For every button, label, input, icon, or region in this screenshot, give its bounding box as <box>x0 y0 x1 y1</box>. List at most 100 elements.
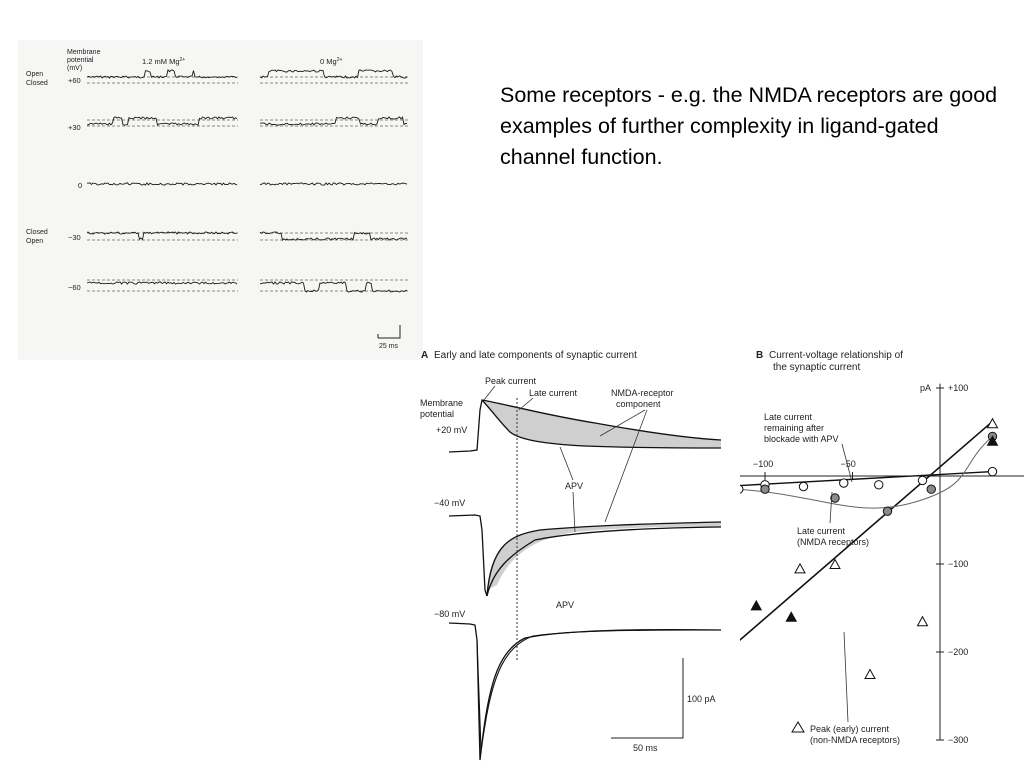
iv-point-triangle <box>916 615 929 627</box>
annot-peak-2: (non-NMDA receptors) <box>810 735 900 745</box>
apv-pointer-line-1 <box>559 446 574 481</box>
channel-trace <box>259 231 408 241</box>
row-label-minus60: −60 <box>68 283 81 292</box>
nmda-component-label-2: component <box>616 399 661 409</box>
channel-trace <box>259 69 408 79</box>
row-label-plus30: +30 <box>68 123 81 132</box>
apv-label-2: APV <box>556 600 574 610</box>
iv-point-circle <box>760 484 770 494</box>
iv-fit-line-peak <box>740 420 994 642</box>
trace-plus20-apv <box>481 399 722 449</box>
nmda-pointer-line-1 <box>599 409 646 437</box>
iv-point-circle <box>874 480 884 490</box>
iv-point-triangle <box>829 558 841 569</box>
nmda-component-label-1: NMDA-receptor <box>611 388 674 398</box>
iv-point-triangle <box>750 599 763 611</box>
voltage-label-minus80: −80 mV <box>434 609 465 619</box>
row-label-plus60: +60 <box>68 76 81 85</box>
iv-point-triangle <box>785 611 798 622</box>
annot-late-nmda-1: Late current <box>797 526 846 536</box>
iv-point-circle <box>798 481 809 492</box>
membrane-potential-label-2: potential <box>420 409 454 419</box>
iv-point-circle <box>830 493 840 503</box>
iv-point-triangle <box>986 435 999 446</box>
single-channel-traces <box>86 68 408 293</box>
panel-b-iv-chart: B Current-voltage relationship of the sy… <box>740 350 1024 745</box>
late-pointer-line <box>518 397 534 411</box>
membrane-potential-header-line2: potential <box>67 57 94 64</box>
row-label-zero: 0 <box>78 181 82 190</box>
iv-point-triangle <box>864 668 876 679</box>
state-open-top: Open <box>26 71 43 78</box>
iv-point-circle <box>926 484 936 494</box>
channel-trace <box>259 116 408 126</box>
peak-current-label: Peak current <box>485 376 537 386</box>
panel-a-synaptic-current-figure: A Early and late components of synaptic … <box>420 350 722 761</box>
channel-trace <box>86 281 238 285</box>
annot-late-apv-3: blockade with APV <box>764 434 839 444</box>
channel-trace <box>259 182 408 186</box>
single-channel-recordings-figure: Membrane potential (mV) 1.2 mM Mg2+ 0 Mg… <box>26 49 408 350</box>
state-closed-bottom: Closed <box>26 229 48 236</box>
channel-trace <box>260 281 408 293</box>
iv-x-tick-label: −50 <box>841 459 856 469</box>
column-label-zero-mg: 0 Mg2+ <box>320 57 342 66</box>
iv-point-circle <box>740 484 744 494</box>
scale-bar <box>378 325 401 339</box>
iv-y-tick-label: −100 <box>948 559 968 569</box>
state-closed-top: Closed <box>26 80 48 87</box>
panel-b-title-1: Current-voltage relationship of <box>769 350 903 361</box>
nmda-pointer-line-2 <box>604 409 648 523</box>
peak-pointer-line <box>483 385 496 401</box>
apv-pointer-line-2 <box>572 491 576 533</box>
panel-b-title-2: the synaptic current <box>773 362 860 373</box>
iv-y-tick-label: +100 <box>948 383 968 393</box>
iv-fit-line-late-apv <box>740 470 993 487</box>
trace-minus40-control <box>486 521 722 597</box>
annot-peak-triangle-icon <box>791 721 805 733</box>
annot-late-nmda-2: (NMDA receptors) <box>797 537 869 547</box>
channel-trace <box>86 182 238 186</box>
scanned-figure-background <box>18 40 423 360</box>
membrane-potential-header-line3: (mV) <box>67 65 82 72</box>
iv-point-triangle <box>794 562 806 574</box>
iv-point-circle <box>987 466 998 477</box>
trace-minus80-control <box>448 622 722 761</box>
membrane-potential-label-1: Membrane <box>420 398 463 408</box>
slide-body-text: Some receptors - e.g. the NMDA receptors… <box>500 83 998 169</box>
iv-point-circle <box>839 478 849 488</box>
annot-peak-1: Peak (early) current <box>810 724 890 734</box>
trace-plus20-control <box>448 399 722 453</box>
scale-label-current: 100 pA <box>687 694 716 704</box>
iv-y-unit: pA <box>920 383 931 393</box>
annot-peak-pointer <box>843 631 849 723</box>
voltage-label-minus40: −40 mV <box>434 498 465 508</box>
late-current-label: Late current <box>529 388 578 398</box>
row-label-minus30: −30 <box>68 233 81 242</box>
annot-late-nmda-pointer <box>829 491 833 524</box>
panel-a-letter: A <box>421 350 428 361</box>
channel-trace <box>86 116 238 126</box>
state-open-bottom: Open <box>26 238 43 245</box>
iv-y-tick-label: −200 <box>948 647 968 657</box>
panel-a-scale-bar <box>611 658 684 739</box>
iv-point-circle <box>882 506 893 516</box>
membrane-potential-header-line1: Membrane <box>67 49 101 56</box>
iv-fit-curve-nmda <box>740 436 993 509</box>
panel-b-letter: B <box>756 350 763 361</box>
voltage-label-plus20: +20 mV <box>436 425 467 435</box>
trace-minus40-apv <box>486 526 722 597</box>
scale-label-time: 50 ms <box>633 743 658 753</box>
iv-point-circle <box>917 475 928 486</box>
annot-late-apv-pointer <box>841 443 853 483</box>
trace-minus40-baseline <box>448 514 488 597</box>
iv-point-triangle <box>986 417 999 429</box>
iv-data-marks <box>740 417 999 679</box>
iv-y-tick-label: −300 <box>948 735 968 745</box>
annot-late-apv-1: Late current <box>764 412 813 422</box>
column-label-mg: 1.2 mM Mg2+ <box>142 57 185 66</box>
nmda-shaded-area-minus40 <box>487 522 721 590</box>
scale-bar-label: 25 ms <box>379 343 399 350</box>
iv-x-tick-label: −100 <box>753 459 773 469</box>
